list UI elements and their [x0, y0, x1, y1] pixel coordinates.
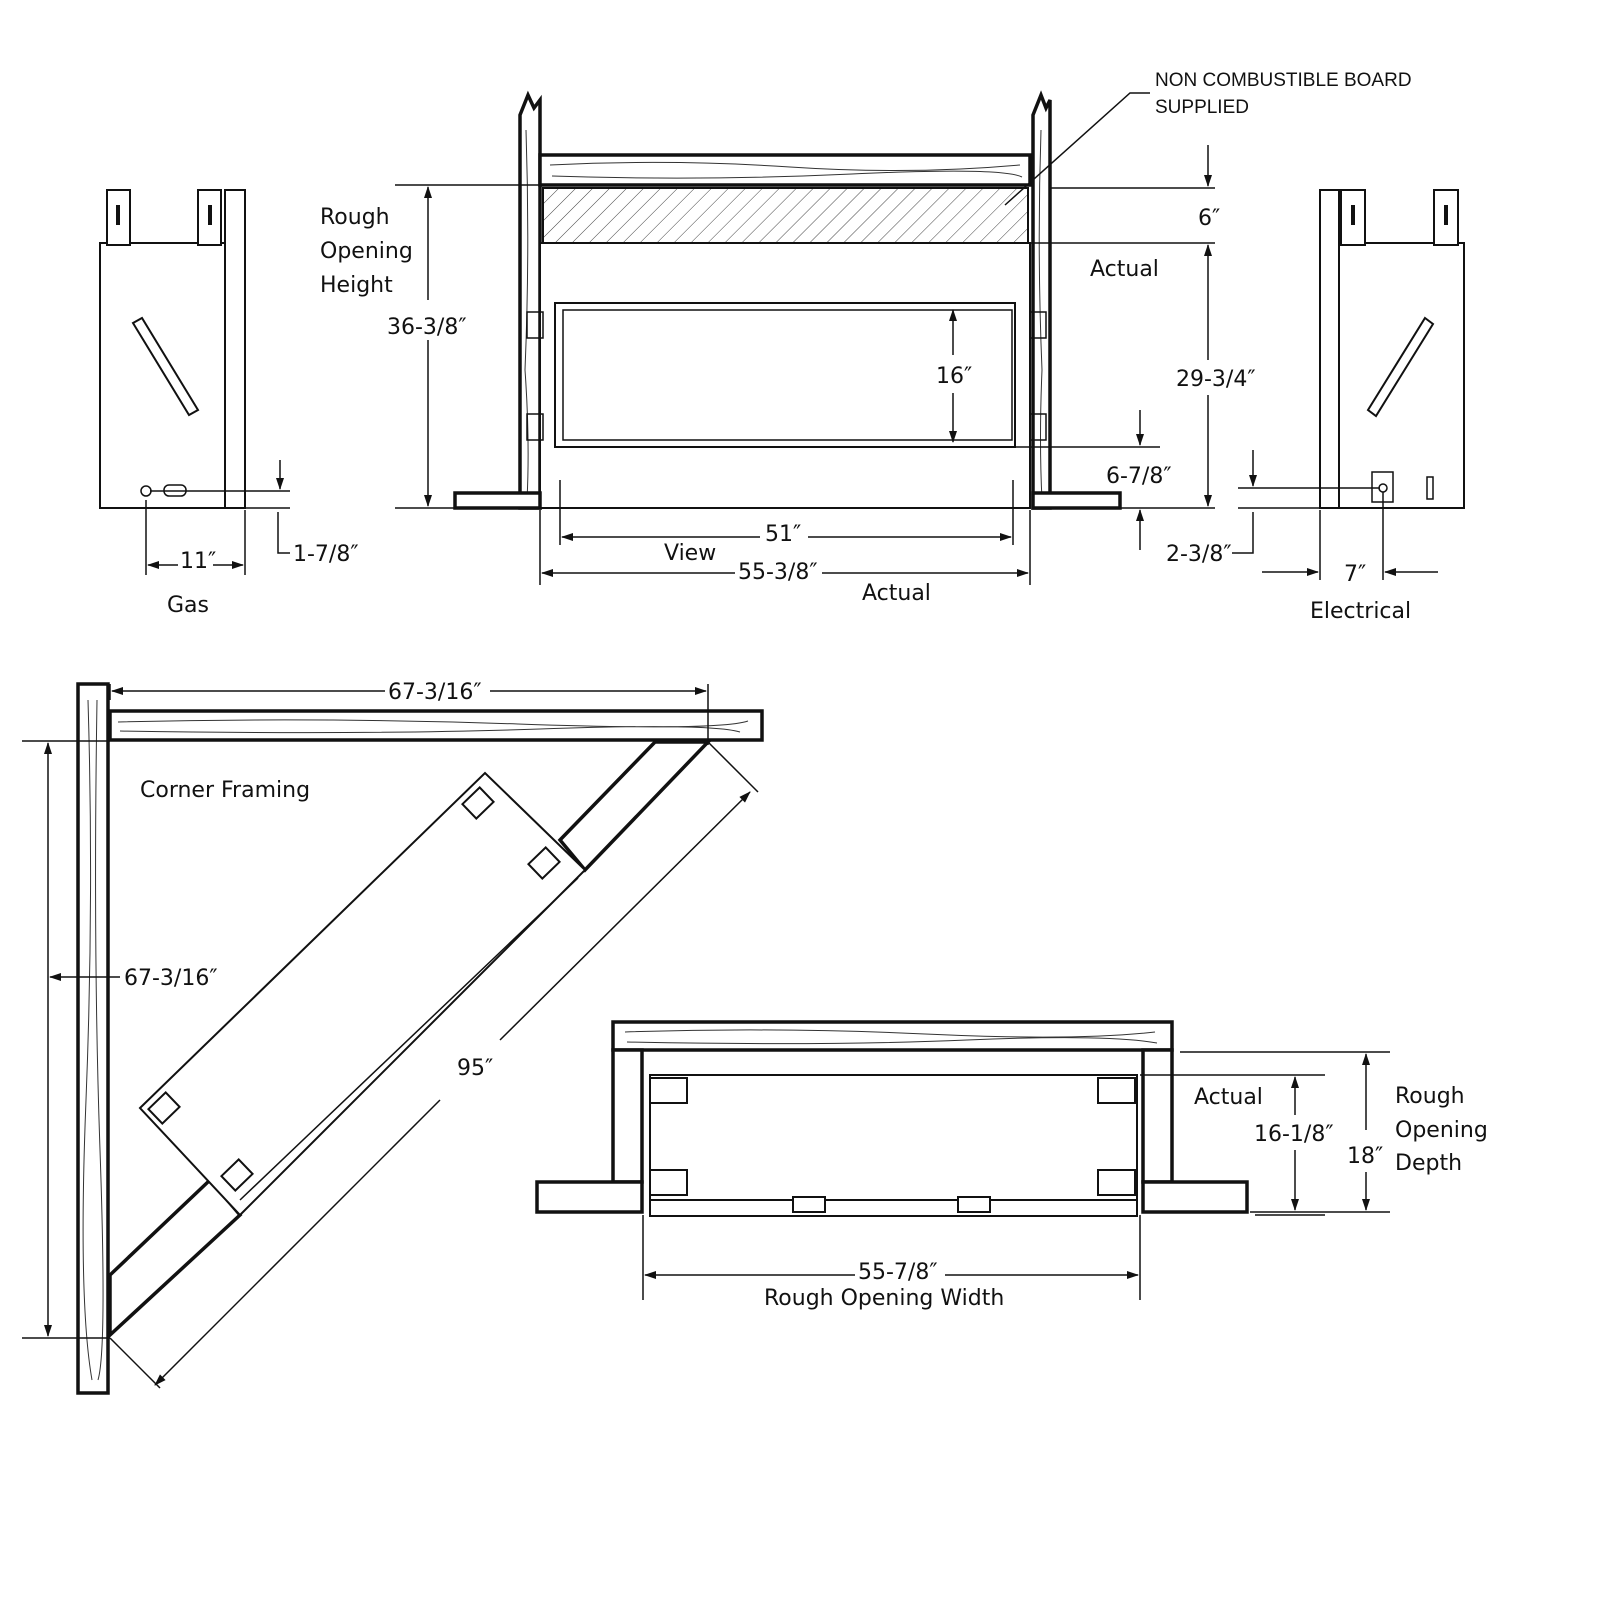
plan-actual-depth-value: 16-1/8″	[1254, 1122, 1334, 1147]
gas-height-value: 1-7/8″	[293, 542, 359, 567]
plan-actual-label: Actual	[1194, 1085, 1263, 1110]
rough-depth-label-2: Opening	[1395, 1118, 1488, 1143]
right-floor-plate	[1031, 491, 1122, 510]
callout-leader	[1004, 92, 1150, 206]
electrical-height-value: 2-3/8″	[1166, 542, 1232, 567]
rough-opening-height-label-2: Opening	[320, 239, 413, 264]
rough-depth-label-1: Rough	[1395, 1084, 1465, 1109]
corner-diagonal-length-value: 95″	[457, 1056, 493, 1081]
plan-rough-width-label: Rough Opening Width	[764, 1286, 1004, 1311]
board-height-value: 6″	[1198, 206, 1220, 231]
actual-height-value: 29-3/4″	[1176, 367, 1256, 392]
view-height-value: 16″	[936, 364, 972, 389]
left-stud	[518, 90, 542, 510]
right-stud	[1031, 90, 1052, 510]
corner-framing-title: Corner Framing	[140, 778, 310, 803]
front-view: NON COMBUSTIBLE BOARD SUPPLIED Rough Ope…	[320, 70, 1412, 606]
view-width-value: 51″	[765, 522, 801, 547]
callout-line-1: NON COMBUSTIBLE BOARD	[1155, 70, 1412, 91]
base-to-view-value: 6-7/8″	[1106, 464, 1172, 489]
view-width-label: View	[664, 541, 716, 566]
electrical-side-view: 2-3/8″ 7″ Electrical	[1166, 189, 1465, 624]
header-beam	[538, 153, 1032, 187]
actual-height-label: Actual	[1090, 257, 1159, 282]
fireplace-angled	[138, 771, 587, 1217]
wall-stud-horizontal	[108, 709, 764, 742]
rough-depth-label-3: Depth	[1395, 1151, 1462, 1176]
rough-opening-height-label-1: Rough	[320, 205, 390, 230]
electrical-offset-value: 7″	[1344, 562, 1366, 587]
actual-width-label: Actual	[862, 581, 931, 606]
lower-diagonal-block	[108, 1177, 243, 1339]
non-combustible-board	[542, 187, 1029, 244]
glass-frame	[554, 302, 1016, 448]
plan-rough-width-value: 55-7/8″	[858, 1260, 938, 1285]
actual-width-value: 55-3/8″	[738, 560, 818, 585]
rough-opening-height-value: 36-3/8″	[387, 315, 467, 340]
upper-diagonal-block	[557, 740, 713, 873]
plan-fireplace-body	[649, 1074, 1138, 1201]
gas-offset-value: 11″	[180, 549, 216, 574]
plan-header-stud	[611, 1020, 1174, 1052]
gas-side-view: 1-7/8″ 11″ Gas	[99, 189, 359, 618]
rough-opening-height-label-3: Height	[320, 273, 393, 298]
electrical-label: Electrical	[1310, 599, 1411, 624]
corner-top-length-value: 67-3/16″	[388, 680, 482, 705]
callout-line-2: SUPPLIED	[1155, 97, 1249, 118]
corner-side-length-value: 67-3/16″	[124, 966, 218, 991]
plan-view: Actual 16-1/8″ 18″ Rough Opening Depth 5…	[535, 1020, 1488, 1311]
left-floor-plate	[453, 491, 542, 510]
corner-framing-view: 67-3/16″ 67-3/16″ Corner Framing 95″	[22, 680, 764, 1395]
gas-label: Gas	[167, 593, 209, 618]
viewing-area	[562, 309, 1013, 441]
plan-rough-depth-value: 18″	[1347, 1144, 1383, 1169]
